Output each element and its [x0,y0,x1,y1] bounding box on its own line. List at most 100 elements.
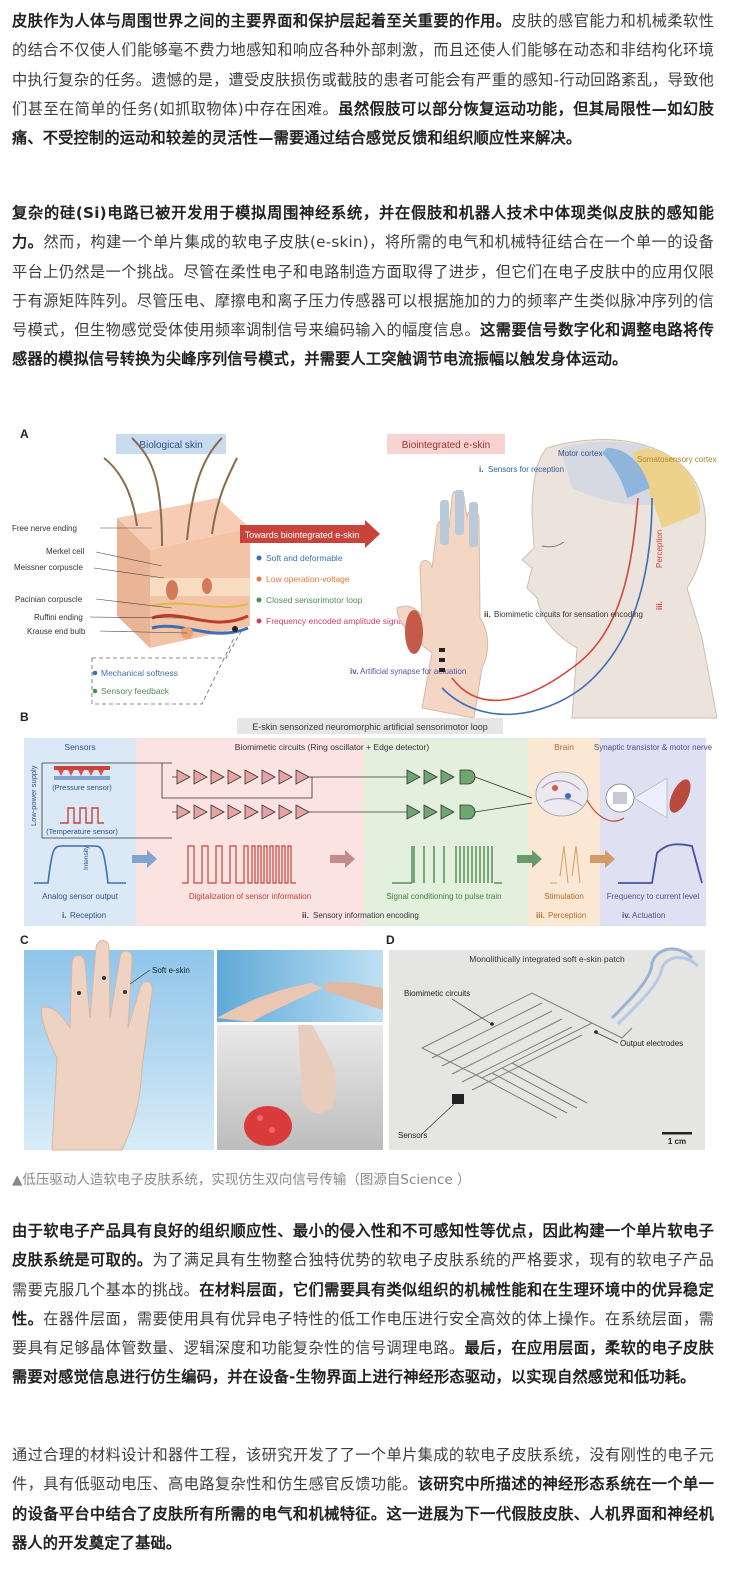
perception-label: Perception [655,530,664,568]
property-low-voltage: Low operation-voltage [266,574,350,584]
eskin-title: Biointegrated e-skin [402,440,490,451]
photo-finger [298,1025,336,1114]
ring-oscillator-row-2 [176,804,310,820]
panel-b: B E-skin sensorized neuromorphic artific… [20,710,713,926]
intensity-label: Intensity [83,845,90,870]
skin-illustration [103,437,250,648]
towards-eskin-arrow [240,520,380,548]
text-segment: 为了满足具有生物整合独特优势的软电子皮肤系统的严格要求，现有的软电子产品需要克服… [12,1251,714,1299]
stage-num: ii. [302,911,309,920]
brain-icon [535,771,589,817]
edge-detector-row-1 [406,769,476,785]
digital-output-label: Digitalization of sensor information [189,892,311,901]
stage-encoding: Sensory information encoding [313,911,419,920]
brain-zone [528,738,600,926]
bold-text-segment: 最后，在应用层面，柔软的电子皮肤需要对感觉信息进行仿生编码，并在设备-生物界面上… [12,1339,714,1387]
stage-num: i. [62,911,66,920]
bio-prop-softness: Mechanical softness [101,668,178,678]
photo-hand [41,940,153,1151]
receptor-label: Krause end bulb [27,627,86,636]
stage-perception: Perception [548,911,586,920]
bio-property-list: Mechanical softness Sensory feedback [92,668,178,696]
eskin-title-bg [387,434,505,454]
photo-hand-right [324,982,383,1010]
bold-text-segment: 皮肤作为人体与周围世界之间的主要界面和保护层起着至关重要的作用。 [12,12,512,30]
stimulation-label: Stimulation [544,892,584,901]
conclusion-paragraph: 通过合理的材料设计和器件工程，该研究开发了了一个单片集成的软电子皮肤系统，没有刚… [12,1441,714,1558]
panel-b-title: E-skin sensorized neuromorphic artificia… [252,722,488,732]
bio-skin-title: Biological skin [139,440,202,451]
synapse-label: Artificial synapse for actuation [360,667,466,676]
figure-caption: ▲低压驱动人造软电子皮肤系统，实现仿生双向信号传输（图源自Science ） [12,1172,471,1188]
towards-eskin-label: Towards biointegrated e-skin [245,530,360,540]
panel-d: D Monolithically integrated soft e-skin … [386,933,705,1150]
bold-text-segment: 由于软电子产品具有良好的组织顺应性、最小的侵入性和不可感知性等优点，因此构建一个… [12,1222,714,1270]
bold-text-segment: 该研究中所描述的神经形态系统在一个单一的设备平台中结合了皮肤所有所需的电气和机械… [12,1475,714,1552]
patch-circuit-illustration [420,947,700,1119]
temperature-sensor-icon [60,807,104,824]
panel-b-label: B [20,710,29,724]
photo-raspberry [244,1106,292,1146]
bold-text-segment: 在材料层面，它们需要具有类似组织的机械性能和在生理环境中的优异稳定性。 [12,1280,714,1328]
property-frequency: Frequency encoded amplitude signal [266,616,405,626]
circuits-zone [136,738,364,926]
panel-a-label: A [20,427,29,441]
biomimetic-label: Biomimetic circuits for sensation encodi… [494,610,643,619]
head-illustration [521,439,717,719]
waveform-row: Intensity [34,843,703,884]
patch-biomimetic-label: Biomimetic circuits [404,989,470,998]
ring-oscillator-row-1 [176,769,310,785]
patch-sensor-chip [452,1094,464,1104]
challenges-paragraph: 由于软电子产品具有良好的组织顺应性、最小的侵入性和不可感知性等优点，因此构建一个… [12,1217,714,1393]
stage-num: iii. [536,911,545,920]
property-closed-loop: Closed sensorimotor loop [266,595,363,605]
property-soft: Soft and deformable [266,553,343,563]
eskin-property-list: Soft and deformable Low operation-voltag… [256,553,405,626]
bio-prop-feedback: Sensory feedback [101,686,170,696]
receptor-labels: Free nerve ending Merkel cell Meissner c… [12,524,188,636]
scale-label: 1 cm [668,1137,686,1146]
stage-footer: i. Reception ii. Sensory information enc… [62,911,665,920]
pressure-sensor-label: (Pressure sensor) [52,783,112,792]
brain-zone-title: Brain [554,742,574,752]
text-segment: 然而，构建一个单片集成的软电子皮肤(e-skin)，将所需的电气和机械特征结合在… [12,233,714,340]
panel-d-label: D [386,933,395,947]
panel-c: C Soft e-skin [20,933,383,1151]
circuit-paragraph: 复杂的硅(Si)电路已被开发用于模拟周围神经系统，并在假肢和机器人技术中体现类似… [12,199,714,375]
receptor-label: Meissner corpuscle [14,563,83,572]
patch-output-label: Output electrodes [620,1039,683,1048]
patch-sensors-label: Sensors [398,1131,427,1140]
synaptic-zone-title: Synaptic transistor & motor nerve [594,743,713,752]
frequency-current-label: Frequency to current level [607,892,700,901]
receptor-label: Merkel cell [46,547,84,556]
bold-text-segment: 这需要信号数字化和调整电路将传感器的模拟信号转换为尖峰序列信号模式，并需要人工突… [12,321,715,369]
motor-cortex-label: Motor cortex [558,449,602,458]
synaptic-transistor-icon [605,777,691,819]
text-segment: 在器件层面，需要使用具有优异电子特性的低工作电压进行安全高效的体上操作。在系统层… [12,1309,714,1358]
panel-c-label: C [20,933,29,947]
stage-actuation: Actuation [632,911,665,920]
bold-text-segment: 复杂的硅(Si)电路已被开发用于模拟周围神经系统，并在假肢和机器人技术中体现类似… [12,204,714,252]
circuits-zone-title: Biomimetic circuits (Ring oscillator + E… [235,742,430,752]
analog-output-label: Analog sensor output [42,892,118,901]
hand-illustration [396,490,489,719]
bio-skin-title-bg [116,434,226,454]
somatosensory-label: Somatosensory cortex [637,455,717,464]
stage-num: iv. [622,911,630,920]
pressure-sensor-icon [54,766,110,780]
sensors-for-reception-label: Sensors for reception [488,465,564,474]
bold-text-segment: 虽然假肢可以部分恢复运动功能，但其局限性—如幻肢痛、不受控制的运动和较差的灵活性… [12,99,714,148]
edge-detector-row-2 [406,804,476,820]
figure-eskin-system: A Biological skin Free nerve ending Merk… [12,427,717,1151]
low-power-label: Low-power supply [29,765,38,826]
photo-patch-bg [389,950,705,1150]
receptor-label: Pacinian corpuscle [15,595,83,604]
synaptic-zone [600,738,706,926]
scale-bar [662,1132,692,1135]
intro-paragraph: 皮肤作为人体与周围世界之间的主要界面和保护层起着至关重要的作用。皮肤的感官能力和… [12,7,714,153]
stage-reception: Reception [70,911,106,920]
receptor-label: Ruffini ending [34,613,83,622]
conditioning-zone [364,738,528,926]
sensors-zone-title: Sensors [64,742,95,752]
perception-num: iii. [655,601,664,610]
